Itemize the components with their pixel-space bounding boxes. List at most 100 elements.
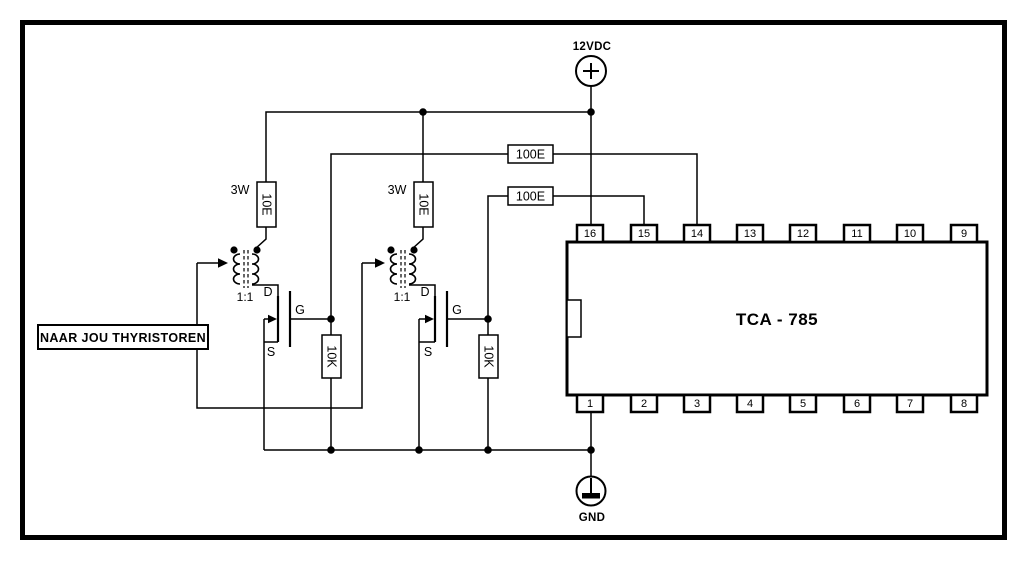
gate-label: G	[452, 303, 462, 317]
ic-notch-icon	[566, 299, 582, 338]
ratio-label: 1:1	[394, 290, 411, 304]
resistor-100e-1	[507, 144, 554, 164]
ground-symbol: GND	[575, 475, 607, 524]
pin-box: 15	[629, 223, 659, 244]
pin-label: 1	[587, 398, 593, 410]
wire-100e-to-pin14	[553, 153, 698, 226]
power-rating-label: 3W	[231, 183, 250, 197]
junction-dot	[587, 108, 595, 116]
resistor-label: 10E	[417, 193, 431, 215]
resistor-10k-1	[321, 334, 342, 379]
wire-q1-source	[263, 319, 278, 450]
wire-r1-to-t1	[254, 227, 267, 250]
resistor-100e-2	[507, 186, 554, 206]
pin-box: 5	[788, 393, 818, 414]
polarity-dot-icon	[387, 246, 395, 254]
pin-box: 8	[949, 393, 979, 414]
pin-label: 3	[694, 398, 700, 410]
resistor-10e-1	[256, 181, 277, 228]
output-arrow-icon	[218, 258, 228, 268]
output-box-frame	[37, 324, 209, 350]
pin-box: 6	[842, 393, 872, 414]
pin-label: 11	[851, 228, 862, 240]
pin-label: 15	[638, 228, 650, 240]
junction-dot	[484, 315, 492, 323]
junction-dot	[327, 446, 335, 454]
pin-label: 13	[744, 228, 756, 240]
primary-winding-icon	[232, 253, 241, 285]
pin-label: 7	[907, 398, 913, 410]
pin-box: 2	[629, 393, 659, 414]
pin-box: 4	[735, 393, 765, 414]
pin-box: 9	[949, 223, 979, 244]
ic-name: TCA - 785	[736, 310, 818, 329]
primary-winding-icon	[389, 253, 398, 285]
secondary-winding-icon	[251, 253, 260, 285]
ic-tca785: TCA - 785 16 15 14 13 12 11 10 9 1 2 3 4…	[565, 223, 989, 414]
junction-dot	[327, 315, 335, 323]
resistor-label: 100E	[516, 148, 545, 162]
source-label: S	[424, 345, 432, 359]
plus-icon	[583, 63, 599, 79]
supply-label: 12VDC	[573, 41, 612, 53]
polarity-dot-icon	[410, 246, 418, 254]
junction-dot	[484, 446, 492, 454]
pin-box: 16	[575, 223, 605, 244]
resistor-10e-2	[413, 181, 434, 228]
resistor-label: 100E	[516, 190, 545, 204]
resistor-10k-2	[478, 334, 499, 379]
source-label: S	[267, 345, 275, 359]
body-arrow-icon	[425, 314, 434, 324]
ic-body	[565, 240, 989, 397]
drain-label: D	[263, 285, 272, 299]
junction-dots	[327, 108, 595, 454]
wire-q2-source	[418, 319, 435, 450]
junction-dot	[419, 108, 427, 116]
thyristor-output-box: NAAR JOU THYRISTOREN	[37, 324, 209, 350]
resistors: 10E 3W 10E 3W 100E 100E 10K 10K	[231, 144, 554, 379]
wire-top-rail	[265, 111, 591, 182]
body-arrow-icon	[268, 314, 277, 324]
output-arrow-icon	[375, 258, 385, 268]
earth-bar-icon	[582, 493, 600, 499]
pin-box: 11	[842, 223, 872, 244]
power-rating-label: 3W	[388, 183, 407, 197]
core-icon	[243, 250, 249, 288]
transformer-2: 1:1	[387, 246, 418, 304]
output-box-label: NAAR JOU THYRISTOREN	[40, 331, 206, 345]
wire-100e-to-gate2	[487, 195, 508, 319]
pin-label: 10	[904, 228, 916, 240]
ground-label: GND	[579, 512, 605, 524]
pin-box: 14	[682, 223, 712, 244]
pin-box: 3	[682, 393, 712, 414]
secondary-winding-icon	[408, 253, 417, 285]
pin-box: 1	[575, 393, 605, 414]
core-icon	[400, 250, 406, 288]
resistor-label: 10E	[260, 193, 274, 215]
pin-label: 2	[641, 398, 647, 410]
pin-label: 14	[691, 228, 703, 240]
pin-label: 6	[854, 398, 860, 410]
ic-pins-top: 16 15 14 13 12 11 10 9	[575, 223, 979, 244]
outer-frame	[20, 20, 1007, 540]
gate-label: G	[295, 303, 305, 317]
pin-label: 5	[800, 398, 806, 410]
pin-box: 7	[895, 393, 925, 414]
resistor-label: 10K	[325, 345, 339, 368]
resistor-label: 10K	[482, 345, 496, 368]
wire-r2-to-t2	[411, 227, 424, 250]
junction-dot	[415, 446, 423, 454]
pin-box: 13	[735, 223, 765, 244]
polarity-dot-icon	[253, 246, 261, 254]
wire-gate1-to-100e	[330, 153, 508, 319]
polarity-dot-icon	[230, 246, 238, 254]
pin-label: 16	[584, 228, 596, 240]
pin-box: 10	[895, 223, 925, 244]
drain-label: D	[420, 285, 429, 299]
ic-pins-bottom: 1 2 3 4 5 6 7 8	[575, 393, 979, 414]
pin-label: 12	[797, 228, 809, 240]
pin-label: 9	[961, 228, 967, 240]
supply-symbol: 12VDC	[573, 41, 612, 87]
mosfet-1: D G S	[263, 285, 304, 359]
